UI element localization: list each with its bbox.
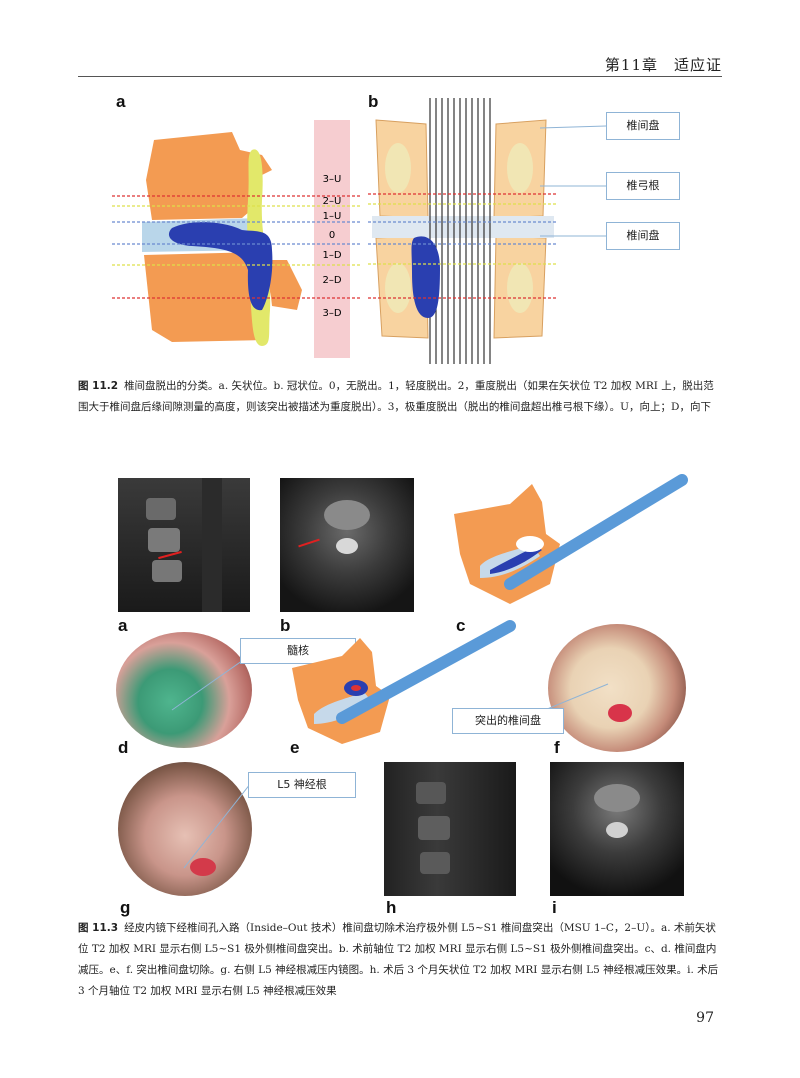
grade-2d: 2–D xyxy=(322,275,341,286)
caption-11-3-text: 经皮内镜下经椎间孔入路（Inside–Out 技术）椎间盘切除术治疗极外侧 L5… xyxy=(78,922,718,997)
fig3-label-i: i xyxy=(552,898,557,918)
caption-11-2-number: 图 11.2 xyxy=(78,380,118,392)
chapter-title: 第11章 适应证 xyxy=(605,54,722,75)
fig3-label-e: e xyxy=(290,738,299,758)
disc-band xyxy=(372,216,554,238)
callout-l5-nerve: L5 神经根 xyxy=(248,772,356,798)
mri-sagittal-preop xyxy=(118,478,250,612)
sagittal-diagram: 3–U 2–U 1–U 0 1–D 2–D 3–D xyxy=(112,110,362,362)
grade-3u: 3–U xyxy=(323,174,342,185)
grade-0: 0 xyxy=(329,230,335,241)
mri-axial-preop xyxy=(280,478,414,612)
grade-1u: 1–U xyxy=(323,211,342,222)
right-lower-body xyxy=(507,263,533,313)
running-header: 第11章 适应证 xyxy=(78,52,722,77)
posterior-element xyxy=(267,260,302,310)
caption-11-3-number: 图 11.3 xyxy=(78,922,118,934)
fig2-label-a: a xyxy=(116,92,125,112)
diagram-intradiscal xyxy=(450,474,690,614)
right-upper-body xyxy=(507,143,533,193)
fig3-label-g: g xyxy=(120,898,130,918)
fig3-label-d: d xyxy=(118,738,128,758)
left-upper-body xyxy=(385,143,411,193)
coronal-diagram xyxy=(368,98,558,364)
fig3-label-h: h xyxy=(386,898,396,918)
mri-axial-postop xyxy=(550,762,684,896)
grade-1d: 1–D xyxy=(322,250,341,261)
callout-pedicle: 椎弓根 xyxy=(606,172,680,200)
caption-11-2-text: 椎间盘脱出的分类。a. 矢状位。b. 冠状位。0，无脱出。1，轻度脱出。2，重度… xyxy=(78,380,714,413)
grade-2u: 2–U xyxy=(323,196,342,207)
callout-disc-lower: 椎间盘 xyxy=(606,222,680,250)
callout-herniated-disc: 突出的椎间盘 xyxy=(452,708,564,734)
red-arrow-axial xyxy=(298,539,320,548)
grade-3d: 3–D xyxy=(322,308,341,319)
red-arrow xyxy=(158,551,182,559)
fig3-label-f: f xyxy=(554,738,560,758)
left-lower-body xyxy=(385,263,411,313)
fig3-label-a: a xyxy=(118,616,127,636)
callout-disc-upper: 椎间盘 xyxy=(606,112,680,140)
mri-sagittal-postop xyxy=(384,762,516,896)
page-number: 97 xyxy=(696,1010,714,1026)
